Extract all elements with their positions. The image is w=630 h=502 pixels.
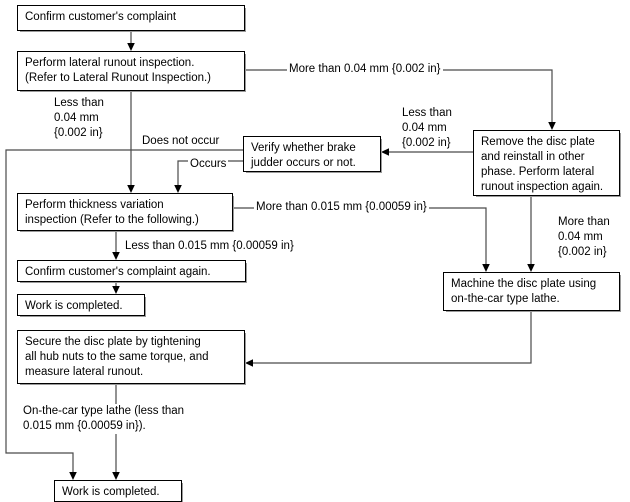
label-does-not-occur: Does not occur [140,134,222,149]
label-on-the-car-lathe-line-0: On-the-car type lathe (less than [23,405,185,417]
label-more-than-0015-line-0: More than 0.015 mm {0.00059 in} [256,201,427,213]
arrowhead-thickness-less0015 [112,252,120,260]
label-less-than-004-left-line-0: Less than [54,97,104,109]
node-confirm-complaint-again-line-0: Confirm customer's complaint again. [25,266,211,278]
node-remove-disc-plate-line-3: runout inspection again. [481,181,604,193]
label-more-than-004-right: More than 0.04 mm {0.002 in} [556,215,612,260]
node-work-completed-lower[interactable]: Work is completed. [54,480,182,502]
node-secure-disc-plate-line-1: all hub nuts to the same torque, and [25,351,209,363]
label-less-than-004-mid-line-1: 0.04 mm [402,122,447,134]
label-less-than-004-mid: Less than 0.04 mm {0.002 in} [400,106,454,151]
edge-thickness-more0015 [233,207,487,265]
arrowhead-runout-less004 [127,185,135,193]
edge-does-not-occur [5,149,243,473]
node-confirm-complaint-again[interactable]: Confirm customer's complaint again. [17,260,246,282]
node-lateral-runout-inspection-line-1: (Refer to Lateral Runout Inspection.) [25,72,212,84]
label-less-than-0015-line-0: Less than 0.015 mm {0.00059 in} [125,240,294,252]
label-occurs-line-0: Occurs [190,158,227,170]
node-verify-judder[interactable]: Verify whether brake judder occurs or no… [243,136,381,172]
label-more-than-004-top: More than 0.04 mm {0.002 in} [287,62,443,77]
arrowhead-occurs [174,185,182,193]
arrowhead-remove-less004 [381,148,389,156]
label-more-than-004-right-line-0: More than [558,216,610,228]
node-remove-disc-plate-line-0: Remove the disc plate [481,136,595,148]
label-less-than-004-left: Less than 0.04 mm {0.002 in} [52,96,106,141]
node-secure-disc-plate-line-2: measure lateral runout. [25,366,144,378]
node-confirm-complaint-line-0: Confirm customer's complaint [25,11,177,23]
label-occurs: Occurs [188,157,229,172]
arrowhead-machine-to-secure [245,359,253,367]
label-more-than-004-right-line-2: {0.002 in} [558,246,607,258]
label-more-than-004-top-line-0: More than 0.04 mm {0.002 in} [289,63,441,75]
node-work-completed-upper-line-0: Work is completed. [25,300,123,312]
node-verify-judder-line-0: Verify whether brake [251,142,356,154]
node-thickness-variation[interactable]: Perform thickness variation inspection (… [17,193,233,231]
node-lateral-runout-inspection-line-0: Perform lateral runout inspection. [25,57,195,69]
edge-machine-to-secure [252,311,532,364]
node-machine-disc-plate-line-1: on-the-car type lathe. [451,293,560,305]
node-machine-disc-plate[interactable]: Machine the disc plate using on-the-car … [443,272,620,311]
arrowhead-does-not-occur [69,472,77,480]
node-secure-disc-plate-line-0: Secure the disc plate by tightening [25,336,201,348]
node-lateral-runout-inspection[interactable]: Perform lateral runout inspection. (Refe… [17,51,245,91]
arrowhead-runout-more004 [548,122,556,130]
node-confirm-complaint[interactable]: Confirm customer's complaint [17,5,245,31]
node-work-completed-lower-line-0: Work is completed. [62,486,160,498]
node-thickness-variation-line-0: Perform thickness variation [25,199,164,211]
node-remove-disc-plate-line-2: phase. Perform lateral [481,166,595,178]
label-on-the-car-lathe-line-1: 0.015 mm {0.00059 in}). [23,420,146,432]
node-remove-disc-plate[interactable]: Remove the disc plate and reinstall in o… [473,130,620,196]
label-less-than-004-left-line-2: {0.002 in} [54,127,103,139]
arrowhead-confirm-to-runout [127,43,135,51]
label-more-than-004-right-line-1: 0.04 mm [558,231,603,243]
node-remove-disc-plate-line-1: and reinstall in other [481,151,585,163]
label-less-than-004-mid-line-0: Less than [402,107,452,119]
node-thickness-variation-line-1: inspection (Refer to the following.) [25,214,199,226]
node-verify-judder-line-1: judder occurs or not. [251,157,356,169]
label-less-than-004-left-line-1: 0.04 mm [54,112,99,124]
label-more-than-0015: More than 0.015 mm {0.00059 in} [254,200,429,215]
node-secure-disc-plate[interactable]: Secure the disc plate by tightening all … [17,330,245,384]
arrowhead-secure-to-complete [112,472,120,480]
arrowhead-confirmagain-to-complete [112,286,120,294]
node-work-completed-upper[interactable]: Work is completed. [17,294,145,316]
label-less-than-004-mid-line-2: {0.002 in} [402,137,451,149]
node-machine-disc-plate-line-0: Machine the disc plate using [451,278,597,290]
label-less-than-0015: Less than 0.015 mm {0.00059 in} [123,239,296,254]
label-on-the-car-lathe: On-the-car type lathe (less than 0.015 m… [21,404,187,434]
label-does-not-occur-line-0: Does not occur [142,135,220,147]
arrowhead-remove-more004 [527,264,535,272]
arrowhead-thickness-more0015 [482,264,490,272]
edge-runout-more004 [246,69,553,123]
